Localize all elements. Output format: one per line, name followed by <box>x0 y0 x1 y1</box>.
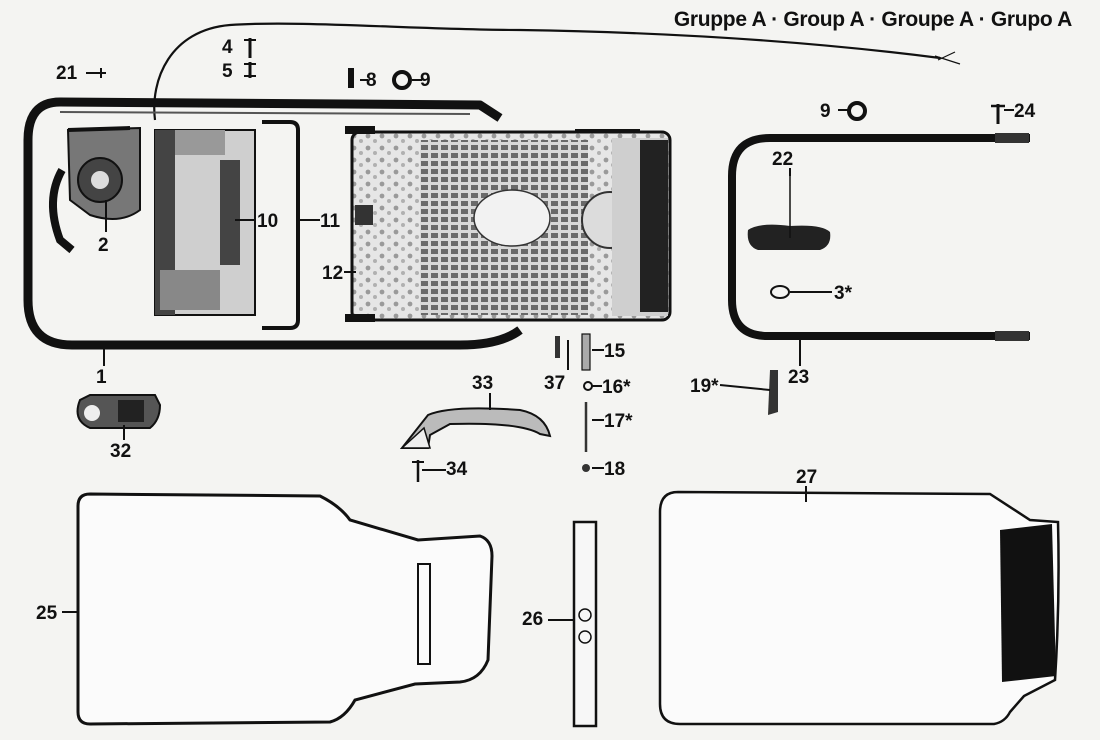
nut-16 <box>583 381 593 391</box>
knob-22 <box>747 170 831 250</box>
leader-lines <box>62 79 1014 621</box>
grass-bag-25 <box>76 492 494 726</box>
switch-box-2 <box>48 126 141 254</box>
part-label-16: 16* <box>602 377 631 398</box>
group-title: Gruppe A · Group A · Groupe A · Grupo A <box>673 8 1072 31</box>
part-label-9-right: 9 <box>820 101 831 122</box>
motor-cover-10 <box>154 129 256 316</box>
part-label-19: 19* <box>690 376 719 397</box>
part-label-10: 10 <box>257 211 279 232</box>
power-cable <box>153 22 941 121</box>
fastener-4 <box>244 38 256 58</box>
part-label-24: 24 <box>1014 101 1036 122</box>
part-label-1: 1 <box>96 367 107 388</box>
part-label-5: 5 <box>222 61 233 82</box>
part-label-3: 3* <box>834 283 852 304</box>
fastener-5 <box>244 62 256 78</box>
screw-34 <box>412 460 424 482</box>
part-label-17: 17* <box>604 411 633 432</box>
handle-frame-1 <box>23 97 523 350</box>
handlebar-23 <box>728 134 1030 340</box>
part-label-33: 33 <box>472 373 494 394</box>
part-label-11: 11 <box>320 211 341 232</box>
part-label-18: 18 <box>604 459 626 480</box>
part-label-27: 27 <box>796 467 818 488</box>
grass-bag-27 <box>658 490 1060 726</box>
nut-18 <box>582 464 590 472</box>
part-label-37: 37 <box>544 373 566 394</box>
part-label-34: 34 <box>446 459 468 480</box>
part-label-9-top: 9 <box>420 70 431 91</box>
fastener-8 <box>348 68 354 88</box>
part-label-22: 22 <box>772 149 794 170</box>
part-label-32: 32 <box>110 441 132 462</box>
part-label-23: 23 <box>788 367 810 388</box>
washer-9-right <box>847 101 867 121</box>
washer-9-top <box>392 70 412 90</box>
part-label-12: 12 <box>322 263 344 284</box>
part-label-8: 8 <box>366 70 377 91</box>
bolt-37 <box>555 336 560 358</box>
rod-15 <box>581 333 591 371</box>
screw-24 <box>991 104 1005 124</box>
bolt-19 <box>768 370 778 415</box>
washer-3 <box>770 285 790 299</box>
part-label-4: 4 <box>222 37 233 58</box>
part-label-26: 26 <box>522 609 544 630</box>
part-label-2: 2 <box>98 235 109 256</box>
part-label-15: 15 <box>604 341 626 362</box>
part-label-21: 21 <box>56 63 78 84</box>
bar-26 <box>572 520 598 728</box>
carry-handle-33 <box>399 407 552 449</box>
housing-12 <box>345 126 672 322</box>
bracket-11 <box>262 120 300 330</box>
clip-32 <box>76 394 162 429</box>
part-label-25: 25 <box>36 603 58 624</box>
